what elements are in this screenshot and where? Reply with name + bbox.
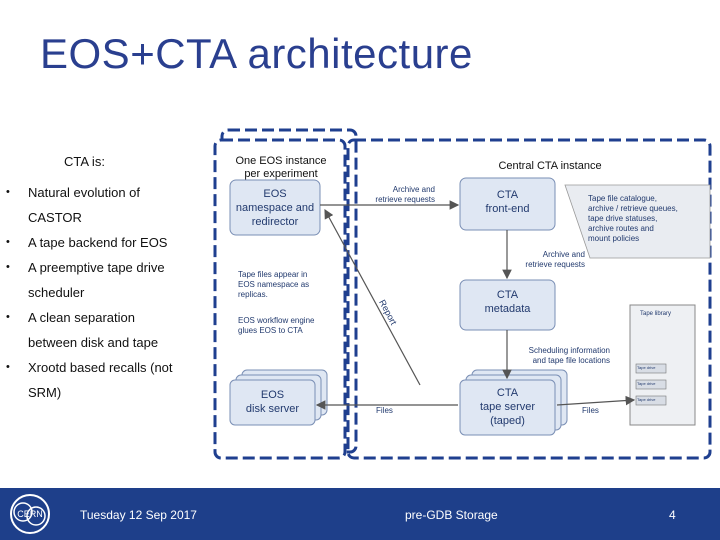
tape-drive-label-1: Tape drive [637,365,656,370]
bullet-text: SRM) [28,385,62,400]
label-files-left: Files [376,406,393,415]
arrow-taped-to-drive [556,395,636,406]
tape-drive-1 [635,363,667,374]
bullet-item: • A tape backend for EOS [0,230,205,255]
label-files-right: Files [582,406,599,415]
footer-date: Tuesday 12 Sep 2017 [80,508,197,522]
bullet-text: scheduler [28,285,85,300]
bullet-dot: • [6,236,10,248]
left-panel-heading: CTA is: [64,154,105,169]
arrow-report [324,208,421,386]
bullet-item: • A preemptive tape drive scheduler [0,255,205,305]
catalogue-callout [564,184,711,259]
bullet-list: • Natural evolution of CASTOR • A tape backe… [0,180,205,405]
cta-panel-outline [346,138,712,460]
bullet-text: A tape backend for EOS [28,235,168,250]
bullet-text: A preemptive tape drive [28,260,165,275]
bullet-dot: • [6,361,10,373]
footer-bar [0,488,720,540]
eos-namespace-box [229,179,321,236]
bullet-text: Xrootd based recalls (not [28,360,173,375]
bullet-text: A clean separation [28,310,135,325]
tape-library-label: Tape library [640,311,672,317]
bullet-text: Natural evolution of [28,185,141,200]
bullet-dot: • [6,186,10,198]
left-panel: CTA is: • Natural evolution of CASTOR • A ta… [0,150,210,410]
bullet-text: between disk and tape [28,335,159,350]
bullet-item: • Natural evolution of CASTOR [0,180,205,230]
tape-drive-2 [635,379,667,390]
tape-drive-label-3: Tape drive [637,397,656,402]
cern-logo-icon: CERN [10,494,50,534]
page-number: 4 [669,508,676,522]
tape-drive-3 [635,395,667,406]
tape-server-box [459,379,556,436]
architecture-diagram [213,128,712,460]
slide-title: EOS+CTA architecture [40,30,473,77]
bullet-item: • A clean separation between disk and tape [0,305,205,355]
footer-center: pre-GDB Storage [405,508,498,522]
note-catalogue: Tape file catalogue,archive / retrieve q… [588,194,678,243]
bullet-dot: • [6,311,10,323]
svg-text:CERN: CERN [17,509,43,519]
bullet-dot: • [6,261,10,273]
bullet-text: CASTOR [28,210,82,225]
disk-server-box [229,379,316,426]
cta-panel-title: Central CTA instance [498,160,602,172]
tape-drive-label-2: Tape drive [637,381,656,386]
